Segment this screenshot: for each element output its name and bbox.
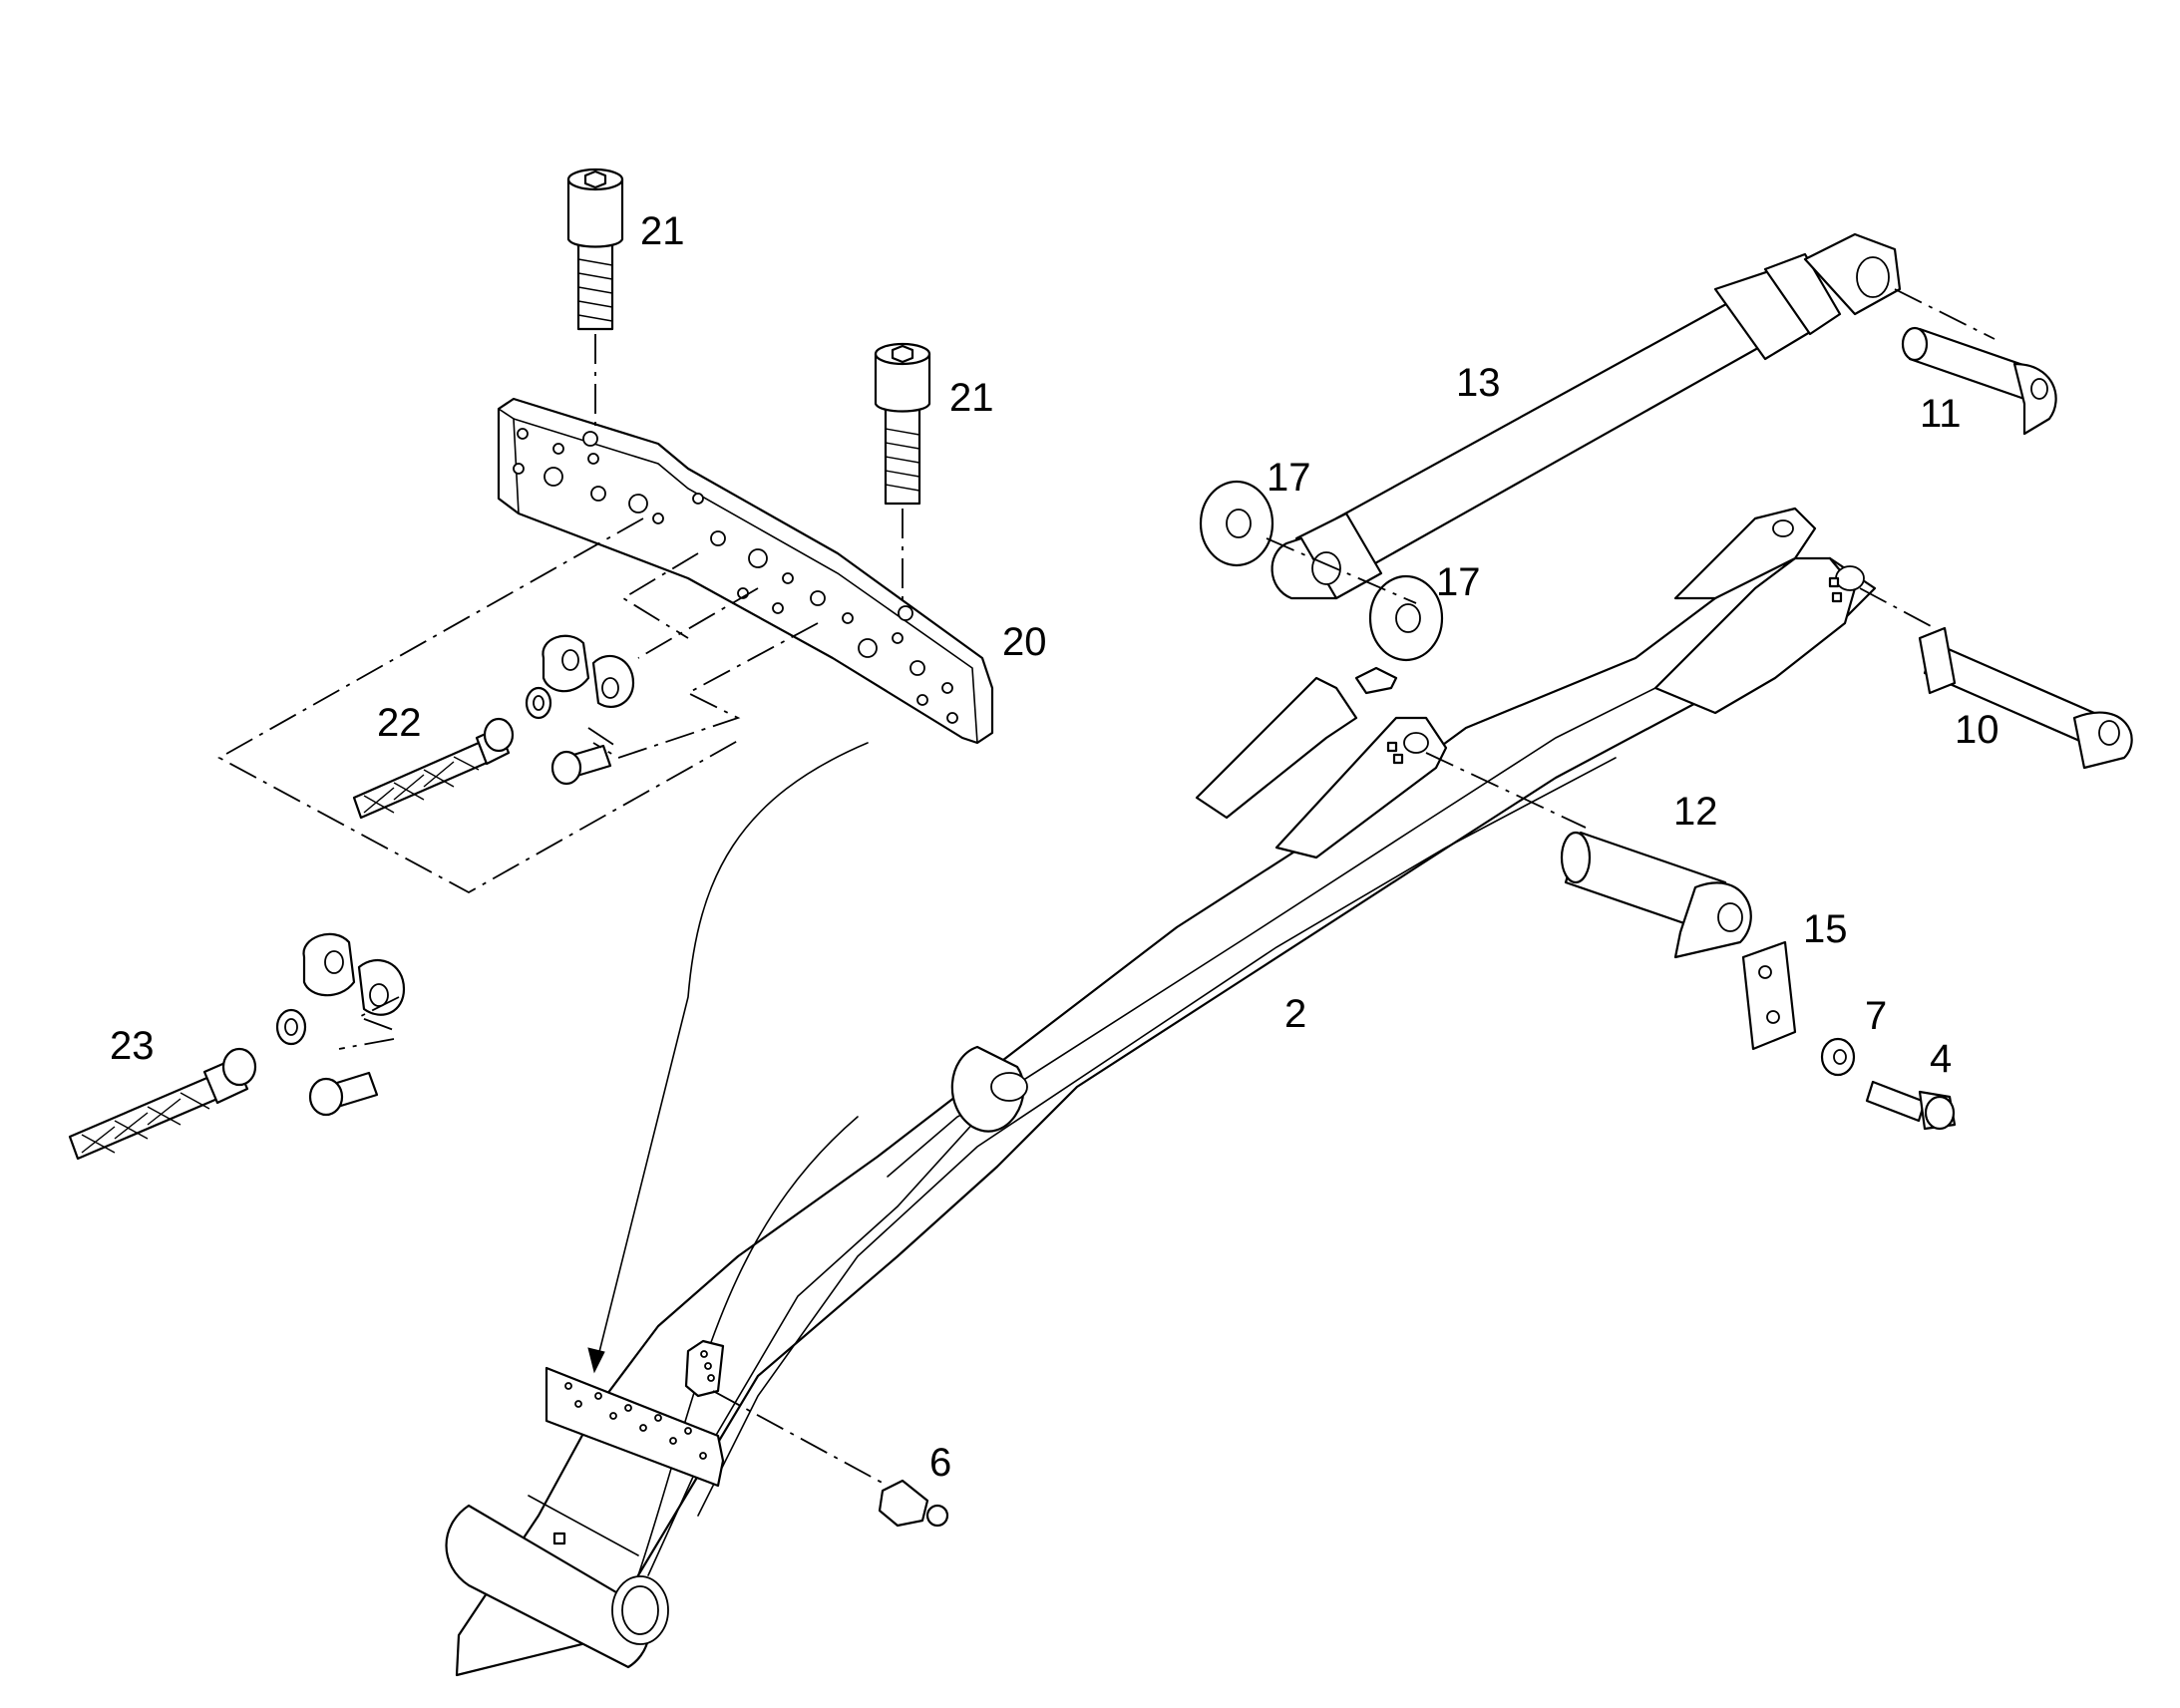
part-labels: 21 21 20 22 23 13 11 17 17 10 12 15 2 7 …	[110, 209, 1999, 1485]
label-13: 13	[1456, 361, 1501, 405]
label-15: 15	[1803, 907, 1848, 951]
label-12: 12	[1673, 790, 1718, 834]
bolt-part-4	[1865, 1080, 1957, 1131]
hydraulic-cylinder-part-13	[1271, 232, 1902, 600]
label-7: 7	[1865, 994, 1887, 1038]
washer-part-17-upper	[1199, 480, 1274, 567]
label-4: 4	[1930, 1037, 1952, 1081]
washer-part-7	[1820, 1037, 1856, 1077]
label-23: 23	[110, 1024, 155, 1068]
label-6: 6	[929, 1441, 951, 1485]
pin-part-10	[1918, 626, 2133, 770]
perforated-plate-part-20	[497, 397, 994, 745]
label-21-left: 21	[640, 209, 685, 253]
washer-part-17-lower	[1368, 574, 1444, 662]
hose-assembly-part-23	[68, 1047, 257, 1161]
grease-fitting-part-6	[878, 1479, 949, 1528]
label-10: 10	[1955, 708, 1999, 752]
pin-part-11	[1901, 326, 2057, 436]
clamp-group-upper	[525, 634, 635, 786]
label-22: 22	[377, 701, 422, 745]
label-17-lower: 17	[1436, 560, 1481, 604]
label-11: 11	[1920, 392, 1962, 436]
mount-location-arrow	[587, 742, 869, 1374]
hose-assembly-part-22	[352, 717, 515, 820]
bolt-part-21-left	[566, 168, 624, 331]
label-2: 2	[1284, 992, 1306, 1036]
plate-part-15	[1741, 940, 1797, 1051]
label-20: 20	[1002, 620, 1047, 664]
label-21-right: 21	[949, 376, 994, 420]
assembly-center-lines	[217, 288, 1996, 1487]
boom-arm-part-2	[445, 507, 1877, 1677]
clamp-group-lower	[275, 932, 406, 1117]
bolt-part-21-right	[874, 342, 931, 506]
pin-part-12	[1560, 831, 1752, 959]
label-17-upper: 17	[1267, 456, 1311, 500]
mounted-plate-on-boom	[545, 1366, 725, 1488]
